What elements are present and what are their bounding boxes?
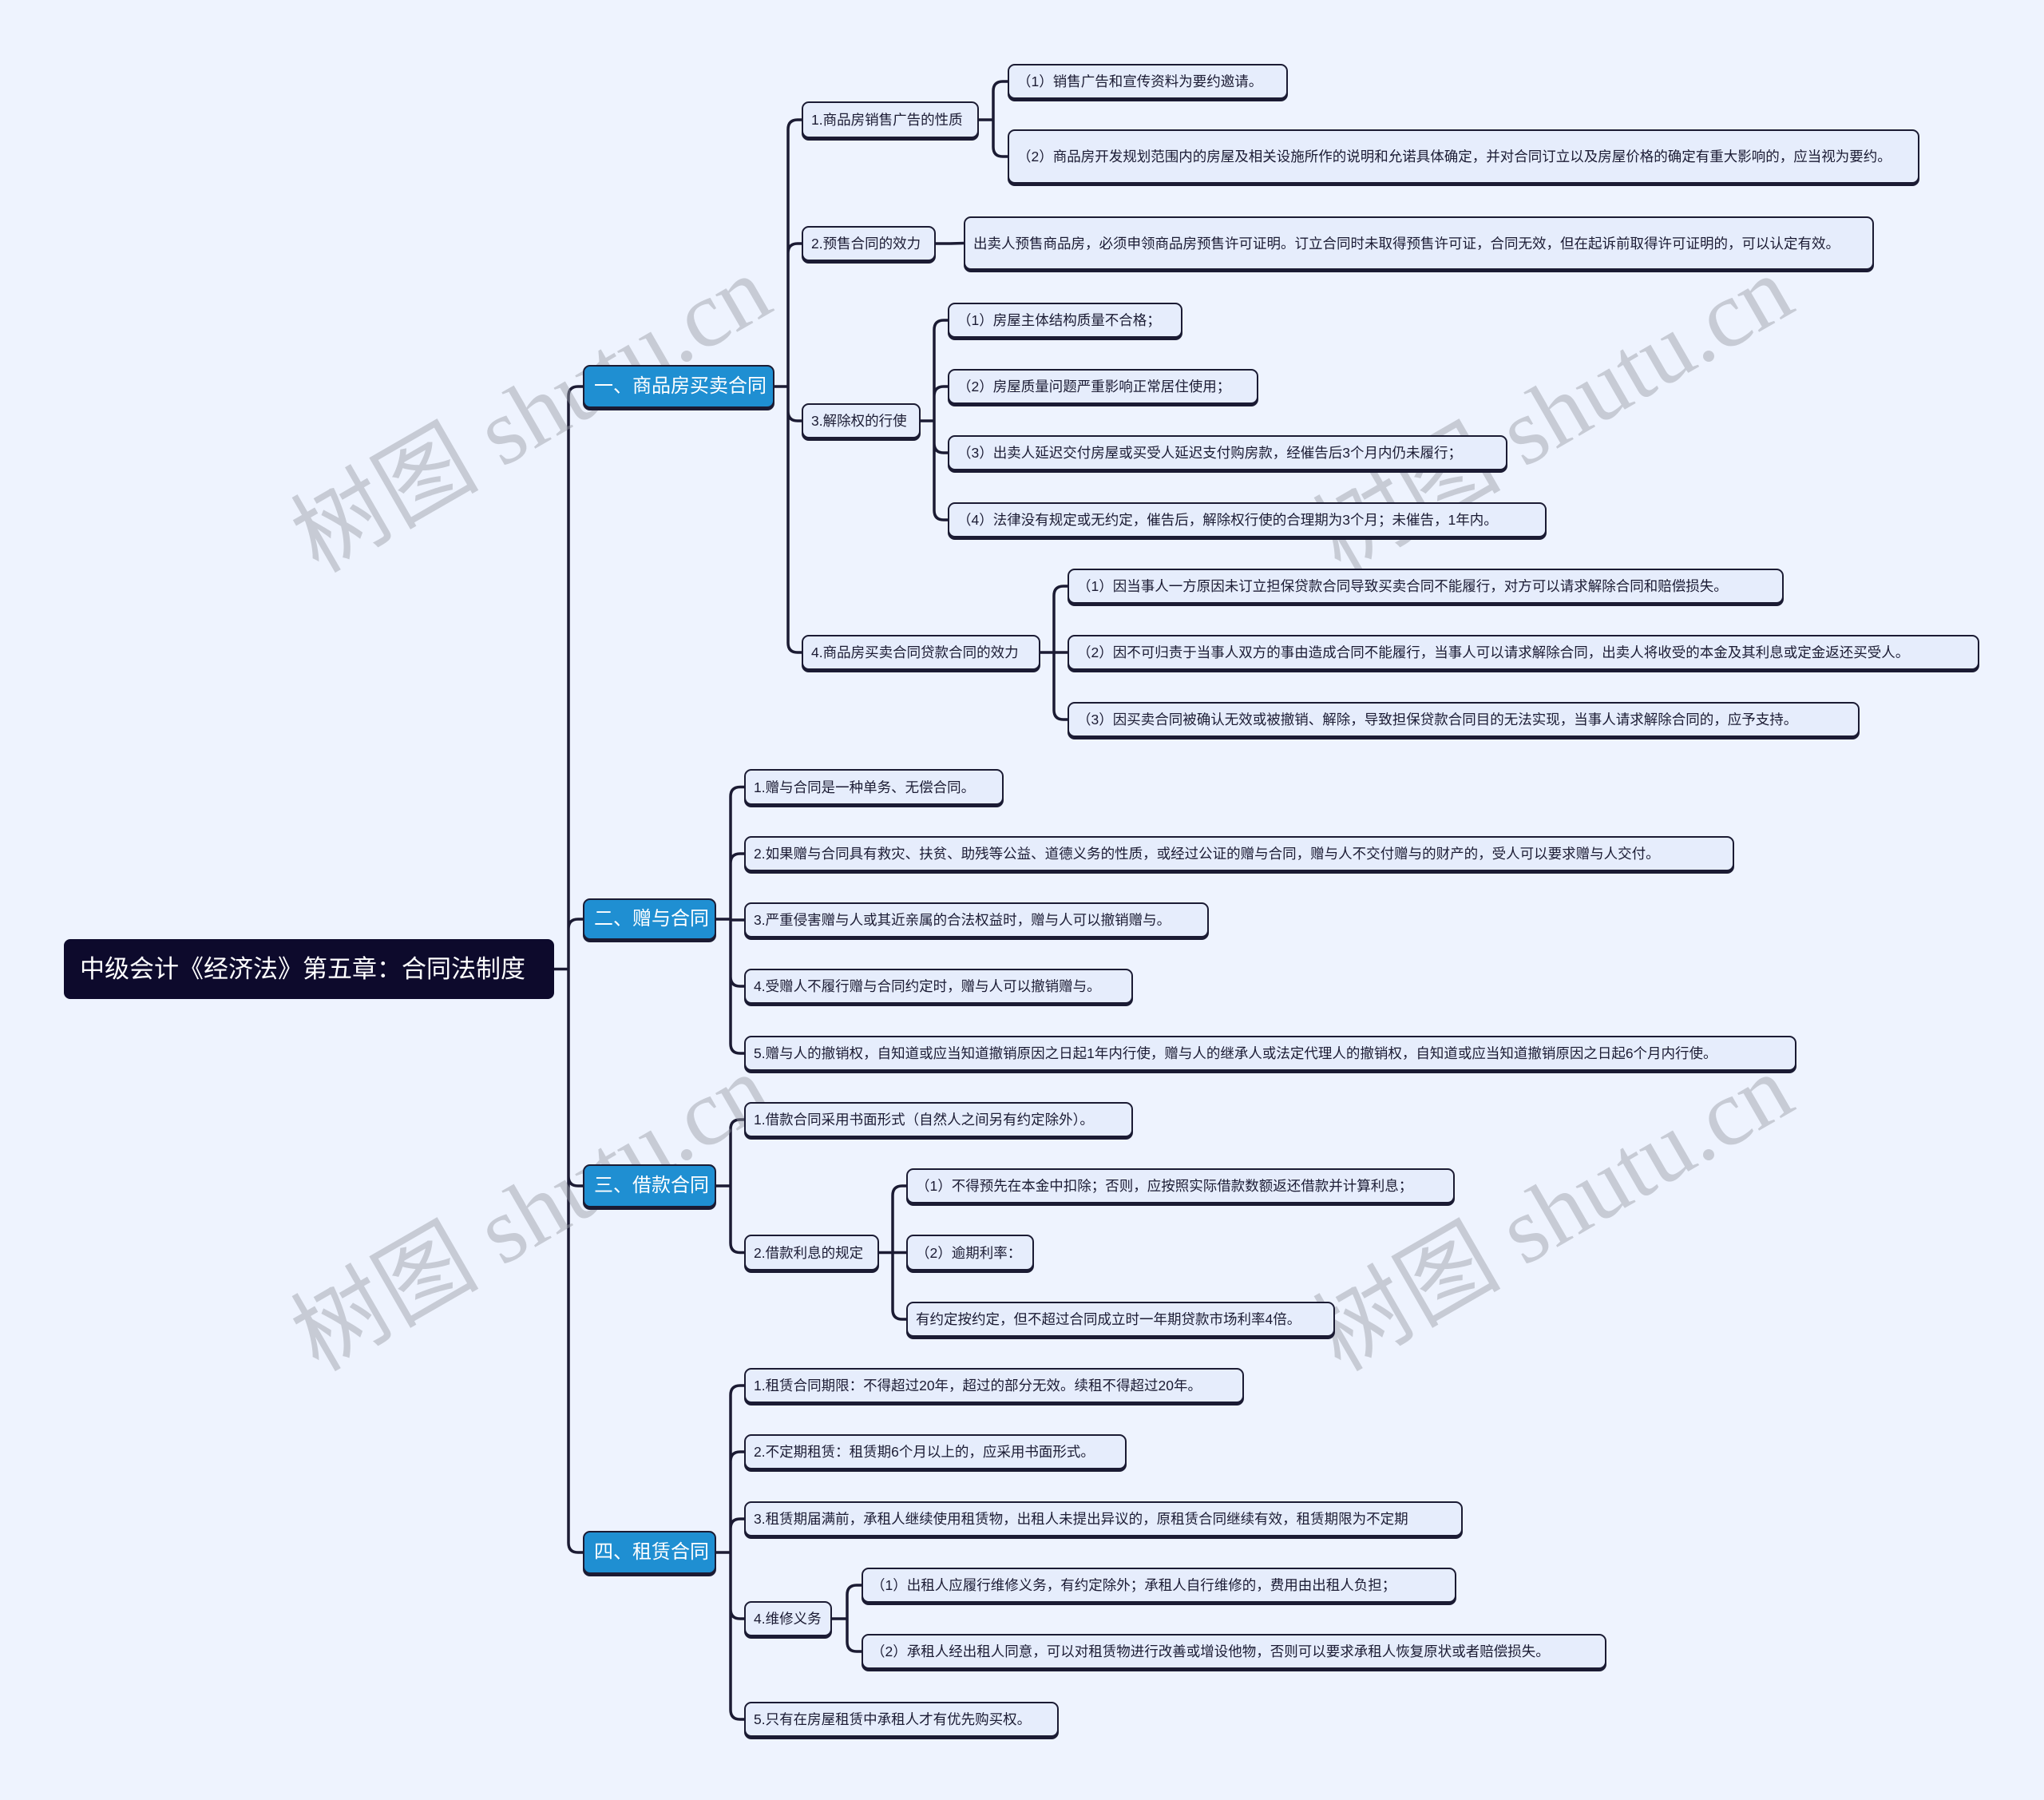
- leaf-node[interactable]: （1）销售广告和宣传资料为要约邀请。: [1008, 64, 1288, 99]
- leaf-node[interactable]: 3.严重侵害赠与人或其近亲属的合法权益时，赠与人可以撤销赠与。: [744, 902, 1209, 938]
- connector-line: [716, 1118, 744, 1255]
- section-lease-contract[interactable]: 四、租赁合同: [583, 1531, 716, 1574]
- section-gift-contract[interactable]: 二、赠与合同: [583, 898, 716, 940]
- connector-line: [716, 1384, 744, 1721]
- leaf-node[interactable]: （1）不得预先在本金中扣除；否则，应按照实际借款数额返还借款并计算利息；: [906, 1168, 1455, 1203]
- leaf-node[interactable]: （3）出卖人延迟交付房屋或买受人延迟支付购房款，经催告后3个月内仍未履行；: [948, 435, 1507, 470]
- topic-rescission-right[interactable]: 3.解除权的行使: [802, 403, 921, 438]
- leaf-node[interactable]: 1.赠与合同是一种单务、无偿合同。: [744, 769, 1004, 805]
- leaf-node[interactable]: 出卖人预售商品房，必须申领商品房预售许可证明。订立合同时未取得预售许可证，合同无…: [964, 216, 1874, 270]
- connector-line: [554, 385, 583, 1554]
- section-commercial-housing-sale[interactable]: 一、商品房买卖合同: [583, 365, 774, 408]
- leaf-node[interactable]: （1）因当事人一方原因未订立担保贷款合同导致买卖合同不能履行，对方可以请求解除合…: [1068, 569, 1784, 604]
- leaf-node[interactable]: （2）逾期利率：: [906, 1235, 1034, 1271]
- leaf-node[interactable]: （2）承租人经出租人同意，可以对租赁物进行改善或增设他物，否则可以要求承租人恢复…: [862, 1634, 1606, 1669]
- connector-line: [921, 319, 948, 521]
- leaf-node[interactable]: 1.租赁合同期限：不得超过20年，超过的部分无效。续租不得超过20年。: [744, 1368, 1244, 1403]
- leaf-node[interactable]: （4）法律没有规定或无约定，催告后，解除权行使的合理期为3个月；未催告，1年内。: [948, 502, 1547, 537]
- leaf-node[interactable]: 4.受赠人不履行赠与合同约定时，赠与人可以撤销赠与。: [744, 969, 1133, 1004]
- leaf-node[interactable]: 1.借款合同采用书面形式（自然人之间另有约定除外）。: [744, 1102, 1133, 1137]
- leaf-node[interactable]: （2）因不可归责于当事人双方的事由造成合同不能履行，当事人可以请求解除合同，出卖…: [1068, 635, 1979, 670]
- connector-line: [716, 785, 744, 1055]
- topic-loan-contract-validity[interactable]: 4.商品房买卖合同贷款合同的效力: [802, 635, 1040, 670]
- leaf-node[interactable]: （1）房屋主体结构质量不合格；: [948, 303, 1182, 338]
- leaf-node[interactable]: （2）房屋质量问题严重影响正常居住使用；: [948, 369, 1258, 404]
- connector-line: [832, 1584, 862, 1653]
- topic-interest-rules[interactable]: 2.借款利息的规定: [744, 1235, 879, 1271]
- leaf-node[interactable]: 2.如果赠与合同具有救灾、扶贫、助残等公益、道德义务的性质，或经过公证的赠与合同…: [744, 836, 1734, 871]
- leaf-node[interactable]: 3.租赁期届满前，承租人继续使用租赁物，出租人未提出异议的，原租赁合同继续有效，…: [744, 1501, 1463, 1536]
- topic-presale-validity[interactable]: 2.预售合同的效力: [802, 226, 936, 261]
- leaf-node[interactable]: 5.赠与人的撤销权，自知道或应当知道撤销原因之日起1年内行使，赠与人的继承人或法…: [744, 1036, 1796, 1071]
- connector-line: [879, 1184, 906, 1321]
- leaf-node[interactable]: （2）商品房开发规划范围内的房屋及相关设施所作的说明和允诺具体确定，并对合同订立…: [1008, 129, 1919, 184]
- leaf-node[interactable]: （3）因买卖合同被确认无效或被撤销、解除，导致担保贷款合同目的无法实现，当事人请…: [1068, 702, 1860, 737]
- root-topic[interactable]: 中级会计《经济法》第五章：合同法制度: [64, 939, 554, 999]
- connector-line: [1040, 585, 1068, 721]
- leaf-node[interactable]: 5.只有在房屋租赁中承租人才有优先购买权。: [744, 1702, 1059, 1737]
- connector-line: [979, 80, 1008, 158]
- topic-ad-nature[interactable]: 1.商品房销售广告的性质: [802, 101, 979, 138]
- leaf-node[interactable]: （1）出租人应履行维修义务，有约定除外；承租人自行维修的，费用由出租人负担；: [862, 1568, 1456, 1603]
- topic-repair-duty[interactable]: 4.维修义务: [744, 1601, 832, 1636]
- section-loan-contract[interactable]: 三、借款合同: [583, 1164, 716, 1207]
- connector-line: [774, 118, 802, 654]
- leaf-node[interactable]: 有约定按约定，但不超过合同成立时一年期贷款市场利率4倍。: [906, 1302, 1335, 1337]
- leaf-node[interactable]: 2.不定期租赁：租赁期6个月以上的，应采用书面形式。: [744, 1434, 1127, 1469]
